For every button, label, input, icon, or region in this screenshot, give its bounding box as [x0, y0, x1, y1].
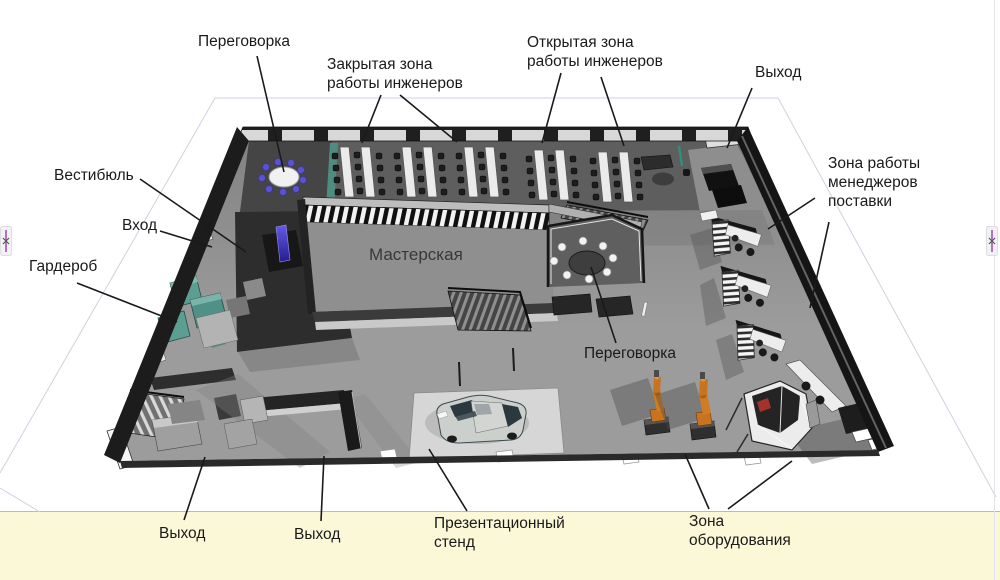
building [104, 126, 894, 470]
label-exit-bottom-left: Выход [159, 525, 206, 542]
label-equipment-zone: Зона оборудования [689, 513, 791, 549]
car [436, 394, 527, 444]
rug [652, 172, 674, 186]
caption-band [0, 511, 1000, 580]
label-entrance: Вход [122, 217, 158, 234]
staircase-center [447, 287, 532, 332]
label-meeting-room-top: Переговорка [198, 33, 290, 50]
label-supply-managers: Зона работы менеджеров поставки [828, 155, 921, 210]
anchor-handle-left-icon[interactable] [0, 226, 12, 256]
leader-lines [76, 55, 830, 522]
label-vestibule: Вестибюль [54, 167, 134, 184]
label-open-engineers: Открытая зона работы инженеров [527, 34, 663, 70]
supply-managers-zone [690, 209, 847, 413]
label-exit-bottom-center: Выход [294, 526, 341, 543]
anchor-handle-right-icon[interactable] [986, 226, 998, 256]
label-meeting-room-center: Переговорка [584, 345, 676, 362]
reception-screen [275, 224, 291, 263]
exit-corridor [223, 390, 362, 451]
south-floor-edge [120, 450, 880, 468]
west-wall [104, 127, 249, 463]
label-exit-top-right: Выход [755, 64, 802, 81]
label-closed-engineers: Закрытая зона работы инженеров [327, 56, 463, 92]
label-presentation-stand: Презентационный стенд [434, 515, 565, 551]
office-chair [683, 169, 690, 176]
meeting-room-top-furniture [258, 158, 307, 196]
label-workshop: Мастерская [369, 245, 463, 264]
robot-arm-1 [610, 370, 671, 436]
meeting-room-center [546, 213, 646, 287]
north-wall-windows [236, 126, 754, 142]
sofa [551, 293, 593, 316]
robot-arm-2 [655, 372, 717, 441]
label-cloakroom: Гардероб [29, 258, 98, 275]
sofa [640, 154, 674, 171]
plant [677, 145, 684, 167]
